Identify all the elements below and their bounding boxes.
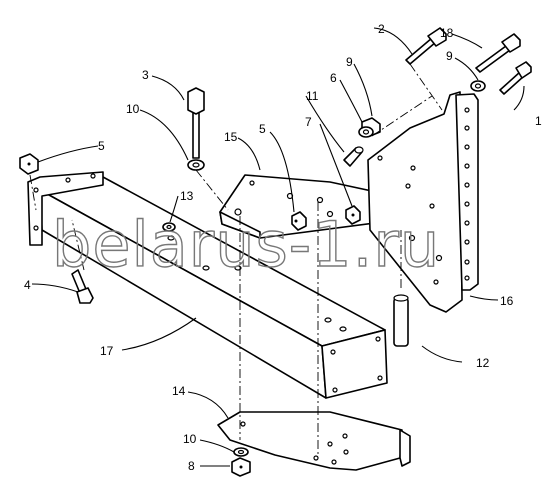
washer-part-9b	[470, 80, 486, 92]
bolt-part-3	[187, 87, 205, 159]
bolt-part-4	[71, 269, 94, 304]
watermark: belarus-1.ru	[52, 208, 440, 281]
callout-4: 4	[24, 278, 31, 292]
bushing-part-11	[343, 146, 364, 167]
callout-2: 2	[378, 22, 385, 36]
leader-lines	[31, 27, 525, 467]
callout-16: 16	[500, 294, 514, 308]
washer-part-6	[358, 126, 374, 138]
beam-part-17	[27, 171, 388, 399]
washer-part-10-upper	[187, 159, 205, 171]
callout-1: 1	[535, 114, 542, 128]
callout-7: 7	[305, 115, 312, 129]
spacer-part-12	[393, 294, 409, 347]
callout-5-right: 5	[259, 122, 266, 136]
callout-6: 6	[330, 71, 337, 85]
bolt-part-18	[475, 33, 521, 73]
callout-13: 13	[180, 189, 194, 203]
callout-8: 8	[188, 459, 195, 473]
callout-12: 12	[476, 356, 490, 370]
callout-9-upper: 9	[346, 55, 353, 69]
assembly-axes	[29, 63, 443, 458]
callout-14: 14	[172, 384, 186, 398]
callout-5-left: 5	[98, 139, 105, 153]
callout-labels: 1 2 3 4 5 5 6 7 8 9 9 10 10 11 12 13 14 …	[24, 22, 542, 473]
bolt-part-2	[405, 27, 447, 65]
nut-part-5-right	[291, 211, 307, 231]
bolt-part-1	[499, 61, 532, 95]
callout-10-lower: 10	[183, 432, 197, 446]
washer-part-10-lower	[233, 447, 249, 457]
callout-10-upper: 10	[126, 102, 140, 116]
bracket-part-14	[217, 411, 411, 471]
callout-15: 15	[224, 130, 238, 144]
callout-9-right: 9	[446, 49, 453, 63]
callout-17: 17	[100, 344, 114, 358]
callout-18: 18	[440, 26, 454, 40]
callout-3: 3	[142, 68, 149, 82]
callout-11: 11	[306, 89, 319, 103]
washer-part-13	[162, 222, 176, 232]
side-plate-part-16	[367, 91, 479, 313]
